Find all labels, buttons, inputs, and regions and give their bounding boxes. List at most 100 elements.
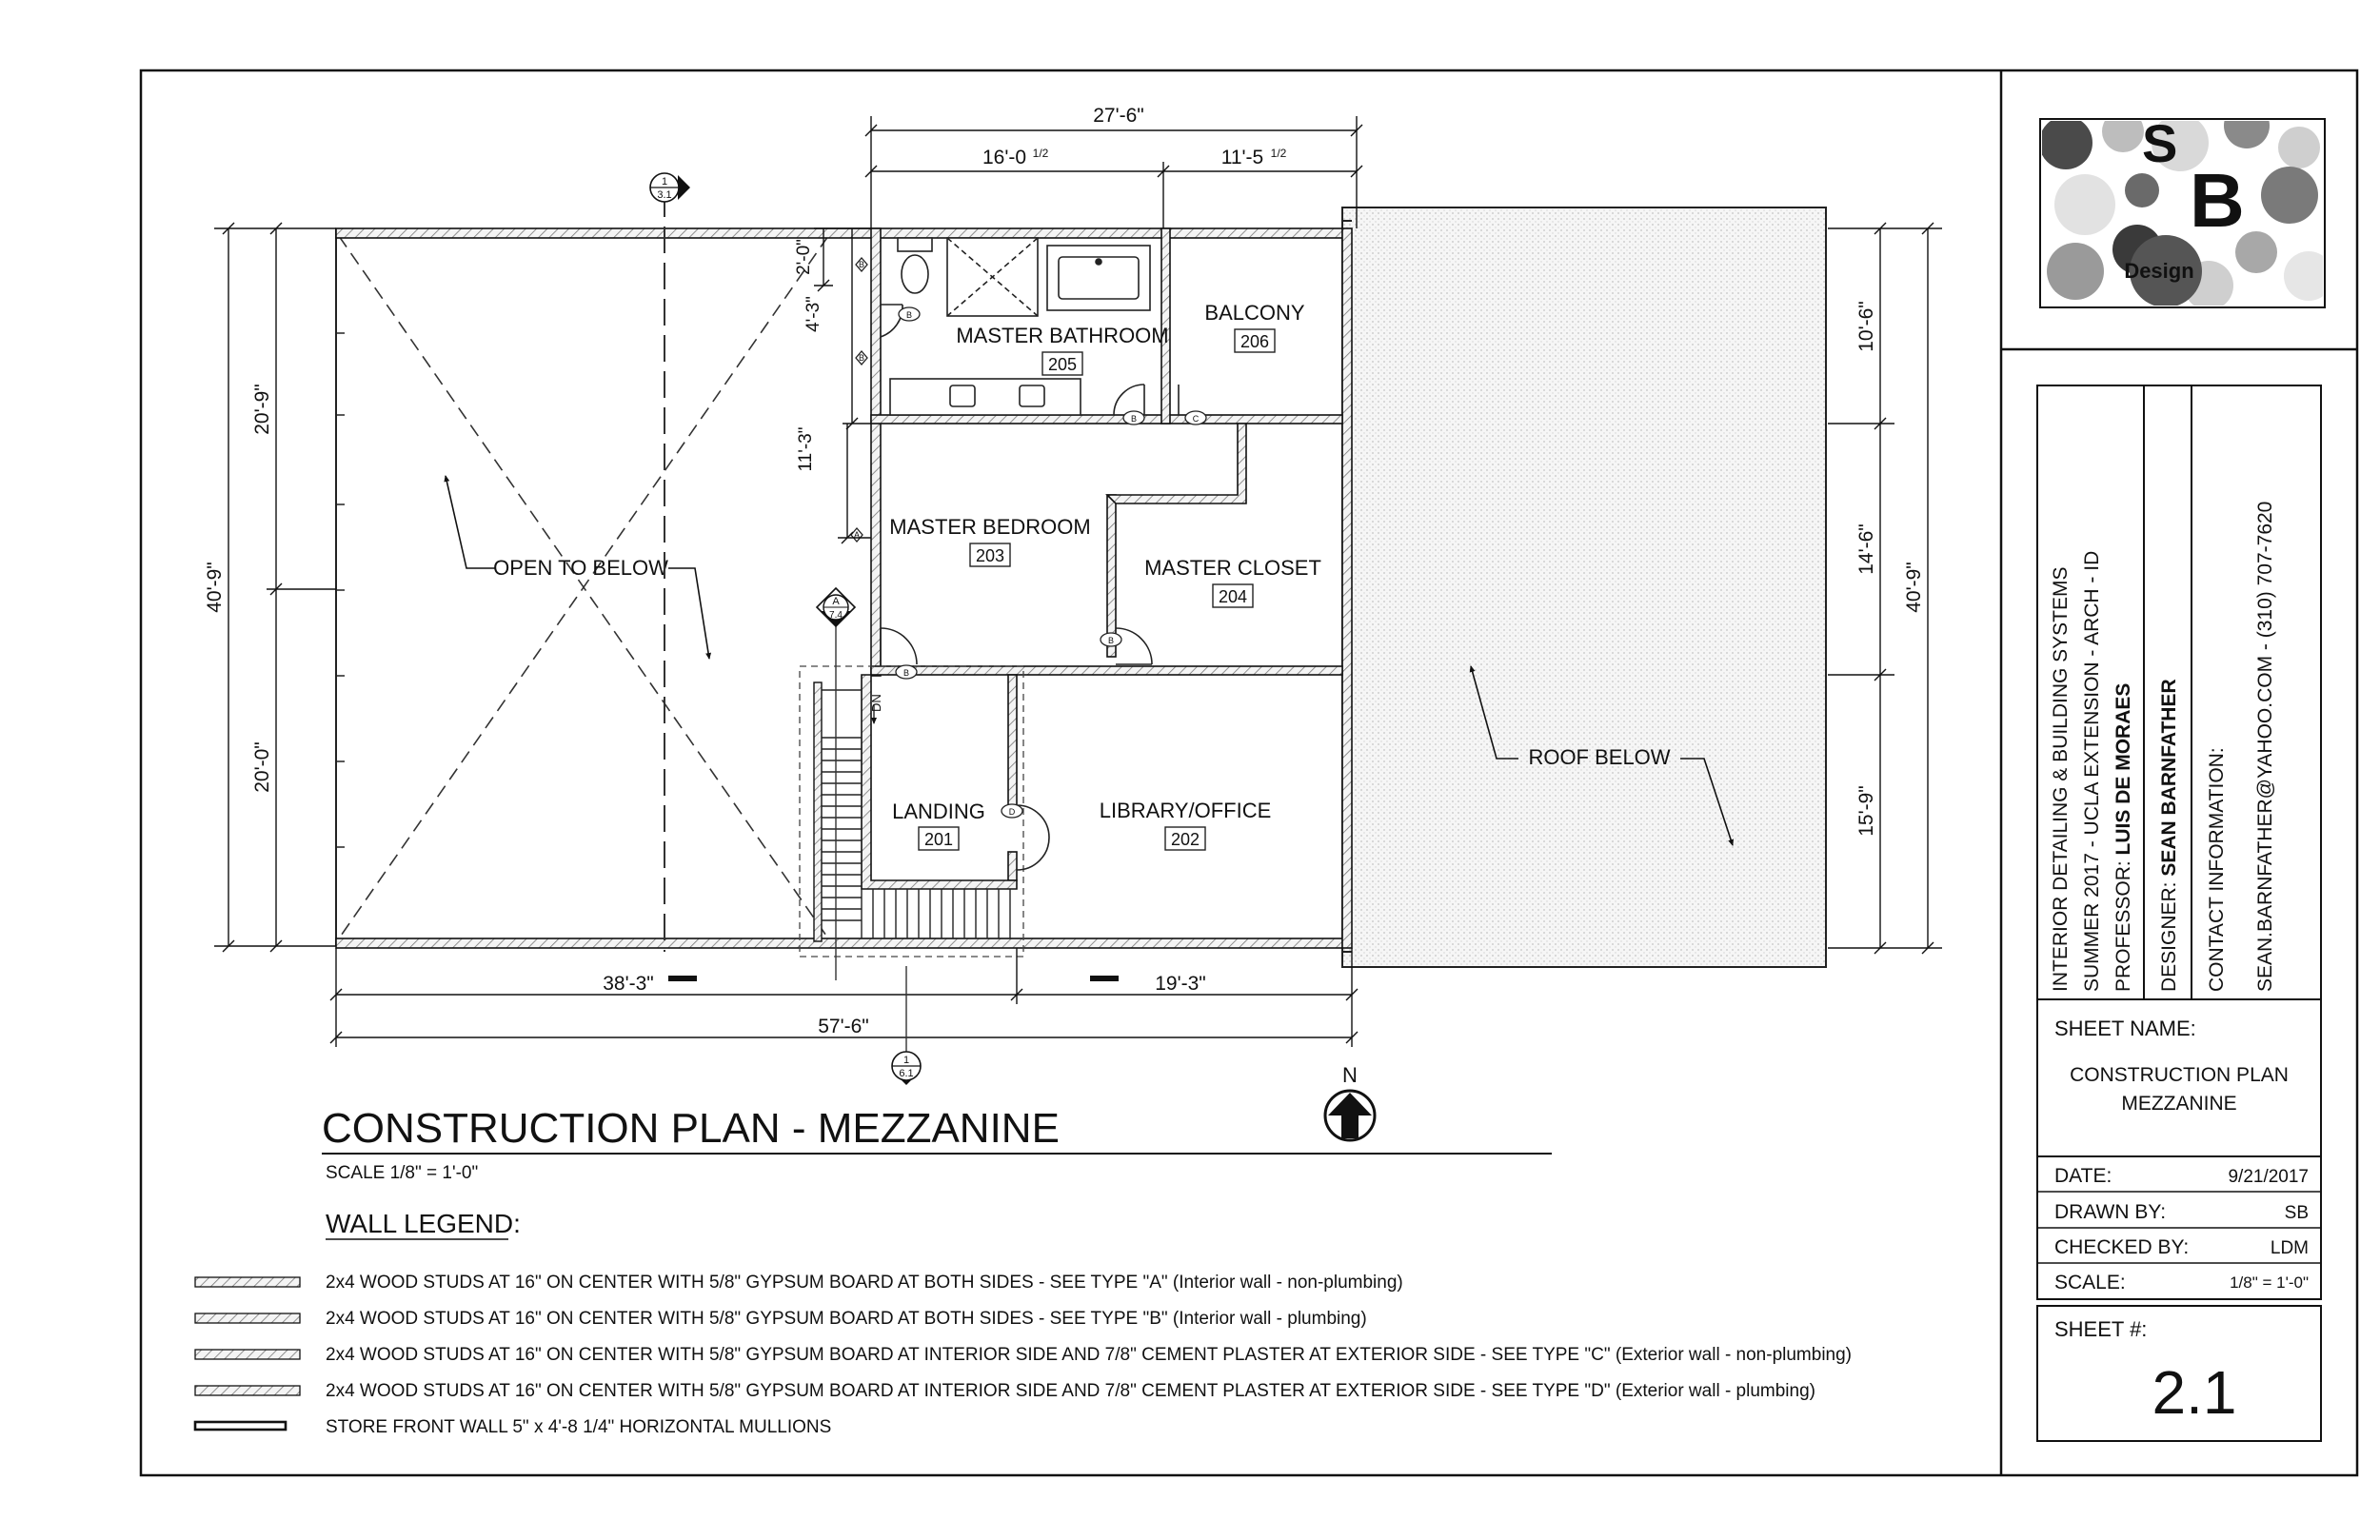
wall-south: [335, 938, 1343, 949]
svg-text:9/21/2017: 9/21/2017: [2228, 1167, 2309, 1187]
wall-middle: [870, 665, 1343, 676]
room-master-closet: MASTER CLOSET 204: [1144, 556, 1321, 608]
stair-dn-label: DN: [869, 694, 883, 712]
svg-text:DRAWN BY:: DRAWN BY:: [2054, 1201, 2166, 1223]
wall-east: [1341, 227, 1353, 949]
door-tags: B B C B B D: [895, 306, 1207, 819]
svg-text:20'-0": 20'-0": [251, 741, 273, 793]
svg-text:LDM: LDM: [2271, 1238, 2309, 1258]
legend-swatch-d: [194, 1385, 301, 1396]
room-number: 201: [924, 830, 953, 849]
legend-item-a: 2x4 WOOD STUDS AT 16" ON CENTER WITH 5/8…: [326, 1273, 1403, 1293]
north-arrow: N: [1323, 1063, 1377, 1142]
room-name: MASTER BATHROOM: [956, 324, 1168, 347]
contact-label: CONTACT INFORMATION:: [2206, 747, 2228, 992]
floor-plan: B B A B B C B B D MASTER BATHROOM: [204, 105, 1942, 1142]
svg-text:SB: SB: [2285, 1203, 2309, 1223]
svg-text:11'-3": 11'-3": [796, 427, 816, 472]
course-line-2: SUMMER 2017 - UCLA EXTENSION - ARCH - ID: [2081, 551, 2103, 992]
svg-text:SCALE:: SCALE:: [2054, 1272, 2126, 1293]
info-row-scale: SCALE: 1/8" = 1'-0": [2054, 1272, 2309, 1293]
plan-title: CONSTRUCTION PLAN - MEZZANINE SCALE 1/8"…: [322, 1105, 1552, 1183]
designer-info: DESIGNER: SEAN BARNFATHER: [2158, 679, 2180, 992]
sheet-name-line1: CONSTRUCTION PLAN: [2070, 1064, 2289, 1086]
legend-swatch-c: [194, 1349, 301, 1360]
wall-landing: [861, 674, 1018, 890]
svg-text:B: B: [903, 668, 909, 678]
room-landing: LANDING 201: [892, 800, 985, 851]
room-name: MASTER BEDROOM: [889, 515, 1090, 539]
room-labels: MASTER BATHROOM 205 BALCONY 206 MASTER B…: [869, 301, 1321, 851]
dimension-labels: 27'-6" 16'-0 1/2 11'-5 1/2 40'-9" 20'-9"…: [204, 105, 1925, 1037]
room-number: 206: [1240, 332, 1269, 351]
room-name: MASTER CLOSET: [1144, 556, 1321, 580]
svg-text:DESIGNER: SEAN BARNFATHER: DESIGNER: SEAN BARNFATHER: [2158, 679, 2180, 992]
room-name: BALCONY: [1204, 301, 1304, 325]
legend-item-b: 2x4 WOOD STUDS AT 16" ON CENTER WITH 5/8…: [326, 1309, 1367, 1329]
north-arrow-icon: [1328, 1093, 1372, 1138]
section-mark-top: 1 3.1: [649, 172, 690, 203]
svg-text:B: B: [906, 310, 912, 320]
svg-text:4'-3": 4'-3": [803, 296, 823, 332]
room-master-bathroom: MASTER BATHROOM 205: [956, 324, 1169, 376]
logo: S B Design: [2039, 113, 2326, 308]
wall-legend: WALL LEGEND: 2x4 WOOD STUDS AT 16" ON CE…: [193, 1209, 1852, 1437]
legend-item-d: 2x4 WOOD STUDS AT 16" ON CENTER WITH 5/8…: [326, 1381, 1815, 1401]
svg-text:A: A: [854, 530, 860, 540]
sheet-border: [139, 69, 2359, 1477]
svg-text:DATE:: DATE:: [2054, 1165, 2112, 1187]
svg-text:C: C: [1193, 414, 1200, 424]
svg-text:10'-6": 10'-6": [1855, 301, 1877, 352]
room-number: 205: [1048, 355, 1077, 374]
drawing-scale: SCALE 1/8" = 1'-0": [326, 1163, 478, 1183]
roof-area: [1341, 207, 1827, 968]
wall-closet-jog: [1105, 423, 1247, 504]
svg-text:16'-0: 16'-0: [982, 147, 1026, 168]
svg-text:3.1: 3.1: [657, 189, 671, 201]
svg-text:27'-6": 27'-6": [1093, 105, 1144, 127]
room-name: LIBRARY/OFFICE: [1100, 799, 1272, 822]
open-to-below-label: OPEN TO BELOW: [493, 556, 668, 580]
svg-text:B: B: [859, 260, 864, 269]
svg-text:19'-3": 19'-3": [1155, 973, 1206, 995]
wall-tags: B B A: [850, 257, 868, 543]
svg-text:CHECKED BY:: CHECKED BY:: [2054, 1236, 2189, 1258]
svg-text:B: B: [1131, 414, 1137, 424]
svg-text:B: B: [859, 353, 864, 363]
info-row-drawn-by: DRAWN BY: SB: [2054, 1201, 2309, 1223]
svg-text:2'-0": 2'-0": [794, 239, 814, 275]
contact-value: SEAN.BARNFATHER@YAHOO.COM - (310) 707-76…: [2254, 502, 2276, 992]
room-number: 204: [1219, 587, 1247, 606]
svg-text:PROFESSOR: LUIS DE MORAES: PROFESSOR: LUIS DE MORAES: [2112, 683, 2134, 992]
svg-text:1/2: 1/2: [1271, 147, 1287, 160]
roof-below-label: ROOF BELOW: [1528, 745, 1670, 769]
svg-text:1/8" = 1'-0": 1/8" = 1'-0": [2230, 1273, 2309, 1292]
info-row-checked-by: CHECKED BY: LDM: [2054, 1236, 2309, 1258]
room-library-office: LIBRARY/OFFICE 202: [1100, 799, 1272, 851]
sheet-name-label: SHEET NAME:: [2054, 1017, 2196, 1040]
sheet-number: 2.1: [2152, 1358, 2237, 1427]
sheet-name-line2: MEZZANINE: [2121, 1093, 2236, 1115]
wall-stair-outer: [813, 681, 823, 942]
svg-text:1: 1: [662, 176, 667, 188]
svg-text:1: 1: [903, 1055, 909, 1066]
room-master-bedroom: MASTER BEDROOM 203: [889, 515, 1091, 567]
logo-word: Design: [2124, 259, 2193, 283]
svg-text:20'-9": 20'-9": [251, 384, 273, 435]
legend-item-c: 2x4 WOOD STUDS AT 16" ON CENTER WITH 5/8…: [326, 1345, 1852, 1365]
svg-text:7.4: 7.4: [829, 610, 843, 621]
door-swings: [880, 627, 1153, 871]
svg-text:A: A: [832, 596, 840, 607]
info-row-date: DATE: 9/21/2017: [2054, 1165, 2309, 1187]
legend-swatch-b: [194, 1313, 301, 1324]
title-block: S B Design INTERIOR DETAILING & BUILDING…: [2036, 113, 2326, 1442]
legend-swatch-a: [194, 1276, 301, 1288]
notes: OPEN TO BELOW ROOF BELOW: [444, 475, 1734, 846]
section-mark-mid: A 7.4: [815, 586, 857, 628]
wall-bath-balcony: [1160, 227, 1171, 424]
open-to-below-area: [335, 228, 829, 946]
section-mark-bottom: 1 6.1: [891, 1051, 922, 1085]
svg-text:40'-9": 40'-9": [1903, 562, 1925, 613]
logo-letter-b: B: [2190, 158, 2245, 243]
legend-swatch-storefront: [193, 1420, 288, 1431]
